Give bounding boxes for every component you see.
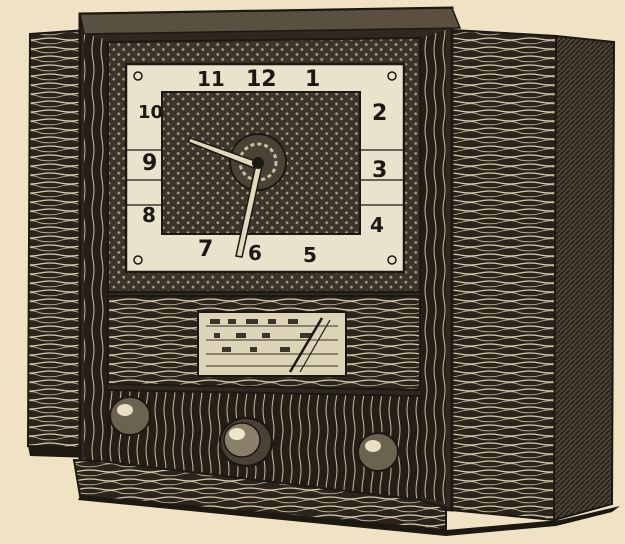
- numeral-12: 12: [246, 67, 277, 92]
- numeral-8: 8: [142, 203, 156, 227]
- numeral-3: 3: [372, 158, 387, 183]
- clock-hands: [186, 133, 287, 258]
- numeral-11: 11: [197, 67, 225, 91]
- numeral-10: 10: [138, 102, 163, 123]
- numeral-9: 9: [142, 151, 157, 176]
- tuning-needle: [288, 317, 324, 373]
- numeral-1: 1: [305, 67, 320, 92]
- clock-numerals: 11 12 1 10 2 9 3 8 4 7 6 5: [138, 67, 387, 267]
- right-wing-panel: [448, 28, 616, 522]
- knob-right[interactable]: [357, 432, 399, 472]
- numeral-4: 4: [370, 213, 384, 237]
- numeral-2: 2: [372, 101, 387, 126]
- numeral-5: 5: [303, 243, 317, 267]
- tuning-panel: [107, 295, 421, 392]
- numeral-6: 6: [248, 241, 262, 265]
- knob-center[interactable]: [218, 416, 274, 468]
- knob-left[interactable]: [109, 396, 151, 436]
- numeral-7: 7: [198, 237, 213, 262]
